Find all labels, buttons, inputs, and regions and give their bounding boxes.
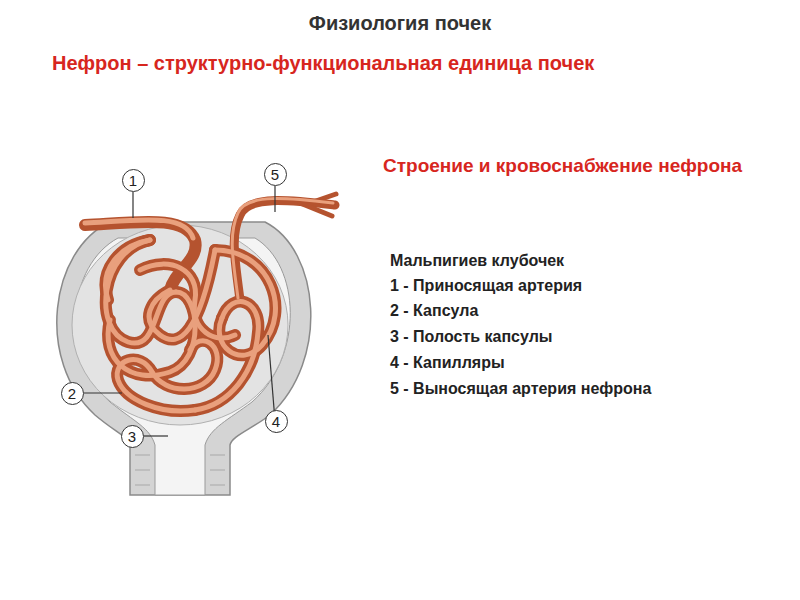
page-title: Физиология почек xyxy=(0,12,800,35)
callout-text: 5 xyxy=(271,166,279,183)
subtitle: Нефрон – структурно-функциональная едини… xyxy=(52,52,594,75)
legend-item: 4 - Капилляры xyxy=(390,354,505,372)
callout-text: 2 xyxy=(68,385,76,402)
callout-text: 1 xyxy=(129,172,137,189)
callout-number: 5 xyxy=(264,163,287,186)
leader-lines xyxy=(84,186,276,436)
legend-item: 5 - Выносящая артерия нефрона xyxy=(390,380,651,398)
legend-item: 1 - Приносящая артерия xyxy=(390,277,582,295)
legend-item: 2 - Капсула xyxy=(390,302,478,320)
legend-item: 3 - Полость капсулы xyxy=(390,328,553,346)
callout-number: 1 xyxy=(122,169,145,192)
callout-text: 4 xyxy=(272,413,280,430)
list-heading: Мальпигиев клубочек xyxy=(390,252,564,270)
callout-number: 3 xyxy=(121,425,144,448)
callout-number: 2 xyxy=(61,382,84,405)
section-heading: Строение и кровоснабжение нефрона xyxy=(383,153,773,179)
callout-number: 4 xyxy=(265,410,288,433)
callout-text: 3 xyxy=(128,428,136,445)
